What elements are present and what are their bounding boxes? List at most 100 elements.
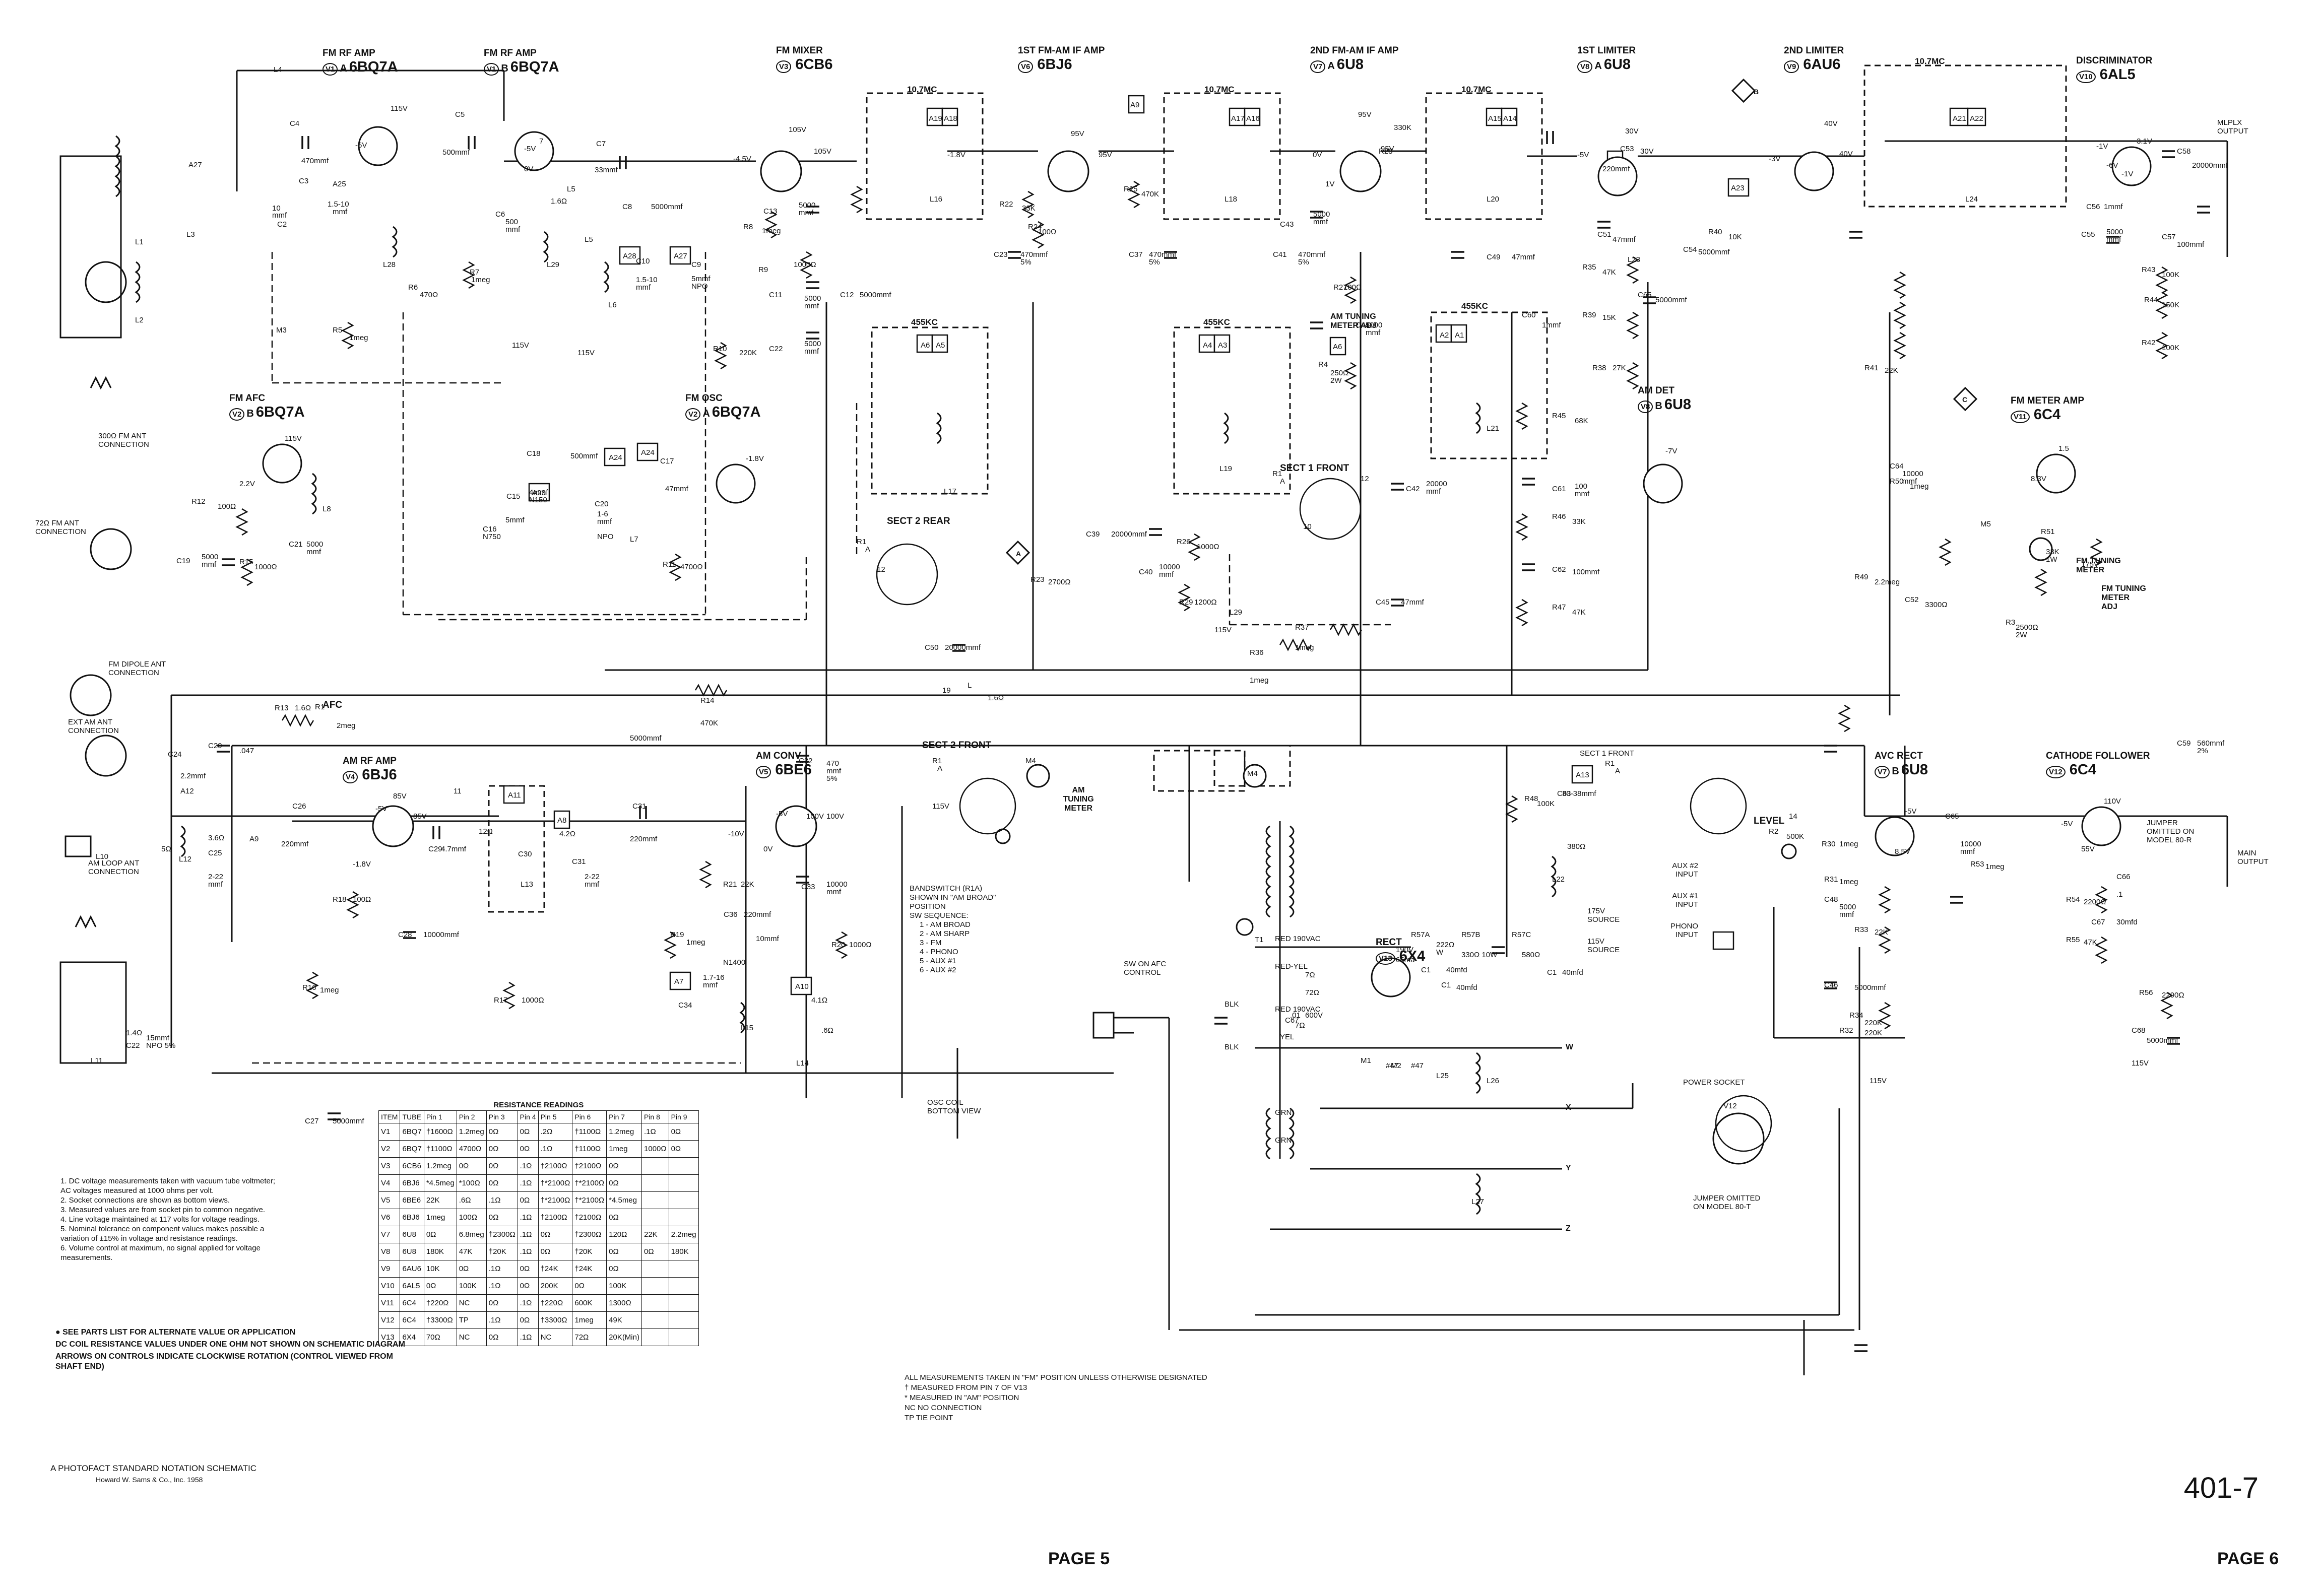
- svg-text:470mmf: 470mmf: [1149, 250, 1177, 259]
- table-cell: 0Ω: [517, 1123, 539, 1141]
- svg-text:mmf: mmf: [306, 548, 321, 556]
- svg-text:R33: R33: [1854, 925, 1869, 934]
- svg-text:R48: R48: [1524, 794, 1538, 803]
- tube-title: FM METER AMP: [2011, 395, 2085, 406]
- svg-text:250Ω: 250Ω: [1330, 369, 1348, 377]
- svg-text:1meg: 1meg: [686, 938, 705, 947]
- tube-title: CATHODE FOLLOWER: [2046, 751, 2150, 761]
- svg-text:-5V: -5V: [2061, 820, 2073, 828]
- tube-type: 6U8: [1901, 762, 1928, 778]
- svg-text:R1: R1: [932, 757, 942, 765]
- terminal-y: Y: [1566, 1164, 1571, 1172]
- tube-type: 6AL5: [2099, 66, 2136, 83]
- table-cell: [641, 1328, 669, 1346]
- tube-section: A: [340, 63, 347, 74]
- svg-text:R34: R34: [1849, 1011, 1863, 1020]
- svg-text:20000mmf: 20000mmf: [945, 643, 981, 652]
- svg-text:R21: R21: [723, 880, 737, 889]
- svg-text:C6: C6: [495, 210, 505, 219]
- mplx-output-label: MLPLX OUTPUT: [2217, 118, 2248, 136]
- table-cell: .6Ω: [456, 1191, 487, 1209]
- table-cell: [668, 1277, 699, 1295]
- table-cell: 6BE6: [400, 1191, 424, 1209]
- table-cell: [668, 1260, 699, 1278]
- measurement-notes: ALL MEASUREMENTS TAKEN IN "FM" POSITION …: [905, 1373, 1207, 1423]
- svg-text:M4: M4: [1025, 757, 1036, 765]
- svg-text:C19: C19: [176, 557, 190, 565]
- svg-text:-5V: -5V: [1577, 151, 1589, 159]
- svg-text:-1V: -1V: [2096, 142, 2108, 151]
- svg-text:47K: 47K: [2084, 938, 2097, 947]
- svg-text:12: 12: [1361, 475, 1369, 483]
- svg-text:L4: L4: [274, 65, 282, 74]
- svg-text:5000: 5000: [1839, 903, 1856, 911]
- table-cell: 6AL5: [400, 1277, 424, 1295]
- svg-text:20000mmf: 20000mmf: [1111, 530, 1147, 539]
- svg-text:C2: C2: [277, 220, 287, 229]
- svg-text:C33: C33: [801, 883, 815, 891]
- svg-text:72Ω: 72Ω: [1305, 988, 1319, 997]
- svg-text:-4.5V: -4.5V: [733, 155, 751, 163]
- svg-text:C44: C44: [1356, 321, 1370, 329]
- svg-text:A11: A11: [508, 791, 521, 800]
- svg-text:10: 10: [272, 204, 281, 213]
- svg-text:115V: 115V: [285, 434, 302, 443]
- svg-text:mmf: mmf: [1159, 570, 1174, 579]
- svg-text:C20: C20: [595, 500, 609, 508]
- tube-designator: V9: [1784, 60, 1799, 73]
- svg-text:-1.8V: -1.8V: [746, 454, 764, 463]
- svg-text:22K: 22K: [741, 880, 754, 889]
- table-cell: .1Ω: [517, 1243, 539, 1260]
- svg-text:A21: A21: [1953, 114, 1966, 123]
- table-cell: 200K: [538, 1277, 573, 1295]
- svg-text:R11: R11: [663, 560, 676, 569]
- svg-text:R23: R23: [1030, 575, 1045, 584]
- svg-text:R14: R14: [700, 696, 715, 705]
- tube-title: AM RF AMP: [343, 756, 397, 766]
- note-line: 3. Measured values are from socket pin t…: [60, 1206, 266, 1214]
- tube-section: B: [501, 63, 508, 74]
- svg-text:40V: 40V: [1839, 150, 1853, 158]
- note-line: TP TIE POINT: [905, 1414, 953, 1422]
- b175-source-label: 175V SOURCE: [1587, 907, 1620, 924]
- svg-text:mmf: mmf: [636, 283, 651, 292]
- table-cell: 0Ω: [456, 1157, 487, 1175]
- svg-text:R10: R10: [713, 345, 727, 353]
- svg-text:R57A: R57A: [1411, 930, 1430, 939]
- svg-text:7Ω: 7Ω: [1305, 971, 1315, 979]
- table-cell: 6C4: [400, 1311, 424, 1329]
- svg-text:100Ω: 100Ω: [1343, 283, 1362, 292]
- am-tuning-meter-adj-label: AM TUNING METER ADJ: [1330, 312, 1377, 330]
- svg-text:mmf: mmf: [1839, 910, 1854, 919]
- svg-text:5000mmf: 5000mmf: [860, 291, 891, 299]
- table-cell: †20K: [572, 1243, 607, 1260]
- svg-text:105V: 105V: [814, 147, 831, 156]
- table-cell: 0Ω: [517, 1140, 539, 1158]
- table-cell: V3: [378, 1157, 401, 1175]
- svg-text:65ma: 65ma: [1396, 956, 1415, 964]
- svg-text:C66: C66: [2116, 873, 2131, 881]
- svg-text:mmf: mmf: [804, 302, 819, 310]
- svg-text:1meg: 1meg: [1839, 840, 1858, 848]
- svg-text:C: C: [1962, 395, 1967, 404]
- table-cell: 22K: [423, 1191, 457, 1209]
- svg-text:C10: C10: [636, 257, 650, 265]
- tube-type: 6BJ6: [1037, 56, 1072, 73]
- t1-yel-label: YEL: [1280, 1033, 1295, 1041]
- table-cell: 0Ω: [423, 1277, 457, 1295]
- svg-text:A27: A27: [188, 161, 202, 169]
- table-header-cell: Pin 1: [423, 1110, 457, 1123]
- svg-text:1mmf: 1mmf: [1542, 321, 1561, 329]
- svg-text:2W: 2W: [2016, 631, 2027, 639]
- svg-text:470K: 470K: [1141, 190, 1159, 198]
- table-cell: †24K: [572, 1260, 607, 1278]
- table-cell: .1Ω: [486, 1277, 518, 1295]
- table-cell: 0Ω: [486, 1209, 518, 1226]
- svg-text:5Ω: 5Ω: [161, 845, 171, 853]
- svg-text:NPO: NPO: [597, 533, 614, 541]
